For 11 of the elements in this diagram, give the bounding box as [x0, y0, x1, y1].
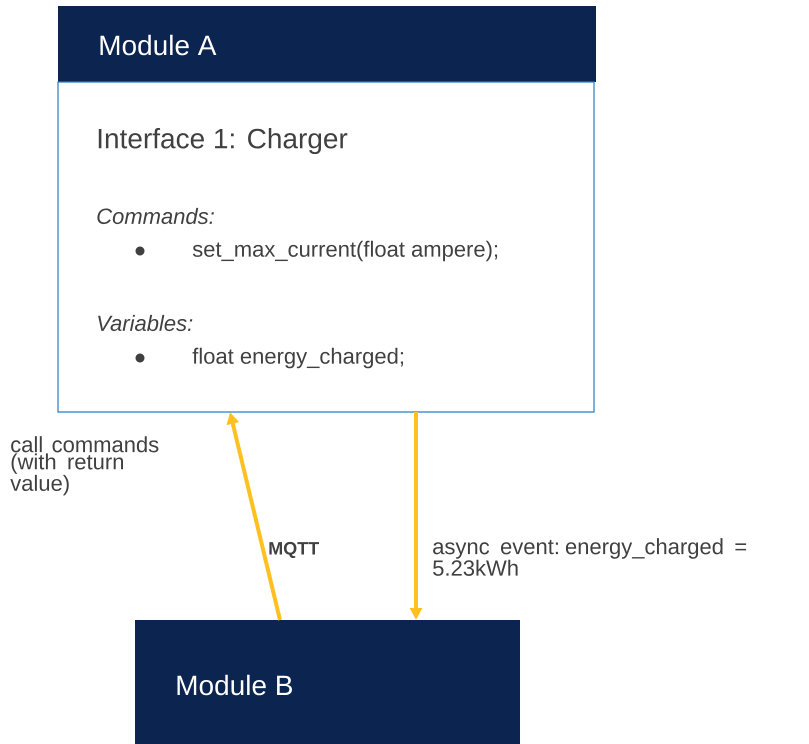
- list-item: set_max_current(float ampere);: [136, 240, 498, 262]
- section-label: Commands:: [97, 208, 214, 224]
- module-box: Module A: [58, 6, 596, 82]
- edge-label: async event: energy_charged = 5.23kWh: [433, 538, 746, 576]
- list-item: float energy_charged;: [136, 348, 403, 368]
- interface-box: [57, 81, 595, 413]
- section-label: Variables:: [98, 314, 192, 332]
- heading: Interface 1: Charger: [98, 128, 348, 154]
- module-box: Module B: [135, 620, 520, 744]
- edge-label: call commands (with return value): [10, 436, 158, 496]
- protocol-label: MQTT: [269, 542, 319, 558]
